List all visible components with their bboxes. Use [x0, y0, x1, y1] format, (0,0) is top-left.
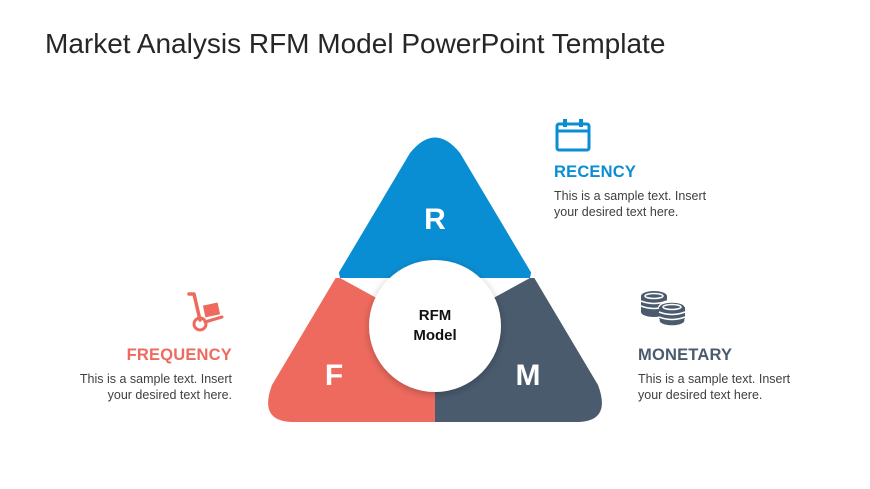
- recency-heading: RECENCY: [554, 163, 637, 181]
- coins-icon: [640, 291, 686, 327]
- monetary-block: MONETARY This is a sample text. Insert y…: [638, 346, 790, 403]
- frequency-desc-line1: This is a sample text. Insert: [79, 372, 232, 386]
- monetary-desc-line2: your desired text here.: [638, 388, 763, 402]
- hand-truck-icon: [187, 292, 224, 332]
- recency-desc-line1: This is a sample text. Insert: [554, 189, 707, 203]
- center-label-line2: Model: [413, 327, 456, 344]
- segment-r: [300, 137, 570, 278]
- frequency-heading: FREQUENCY: [126, 346, 232, 364]
- monetary-heading: MONETARY: [638, 346, 733, 364]
- center-circle: [369, 260, 501, 392]
- recency-block: RECENCY This is a sample text. Insert yo…: [554, 163, 706, 220]
- frequency-description: This is a sample text. Insert your desir…: [60, 371, 232, 403]
- frequency-desc-line2: your desired text here.: [107, 388, 232, 402]
- segment-letter-f: F: [325, 359, 343, 392]
- monetary-description: This is a sample text. Insert your desir…: [638, 371, 790, 403]
- recency-desc-line2: your desired text here.: [554, 205, 679, 219]
- segment-letter-m: M: [516, 359, 541, 392]
- monetary-desc-line1: This is a sample text. Insert: [638, 372, 791, 386]
- calendar-icon: [555, 119, 591, 152]
- center-label-line1: RFM: [419, 307, 452, 324]
- recency-description: This is a sample text. Insert your desir…: [554, 188, 706, 220]
- slide-title: Market Analysis RFM Model PowerPoint Tem…: [45, 28, 666, 59]
- segment-letter-r: R: [424, 203, 446, 236]
- frequency-block: FREQUENCY This is a sample text. Insert …: [60, 346, 232, 403]
